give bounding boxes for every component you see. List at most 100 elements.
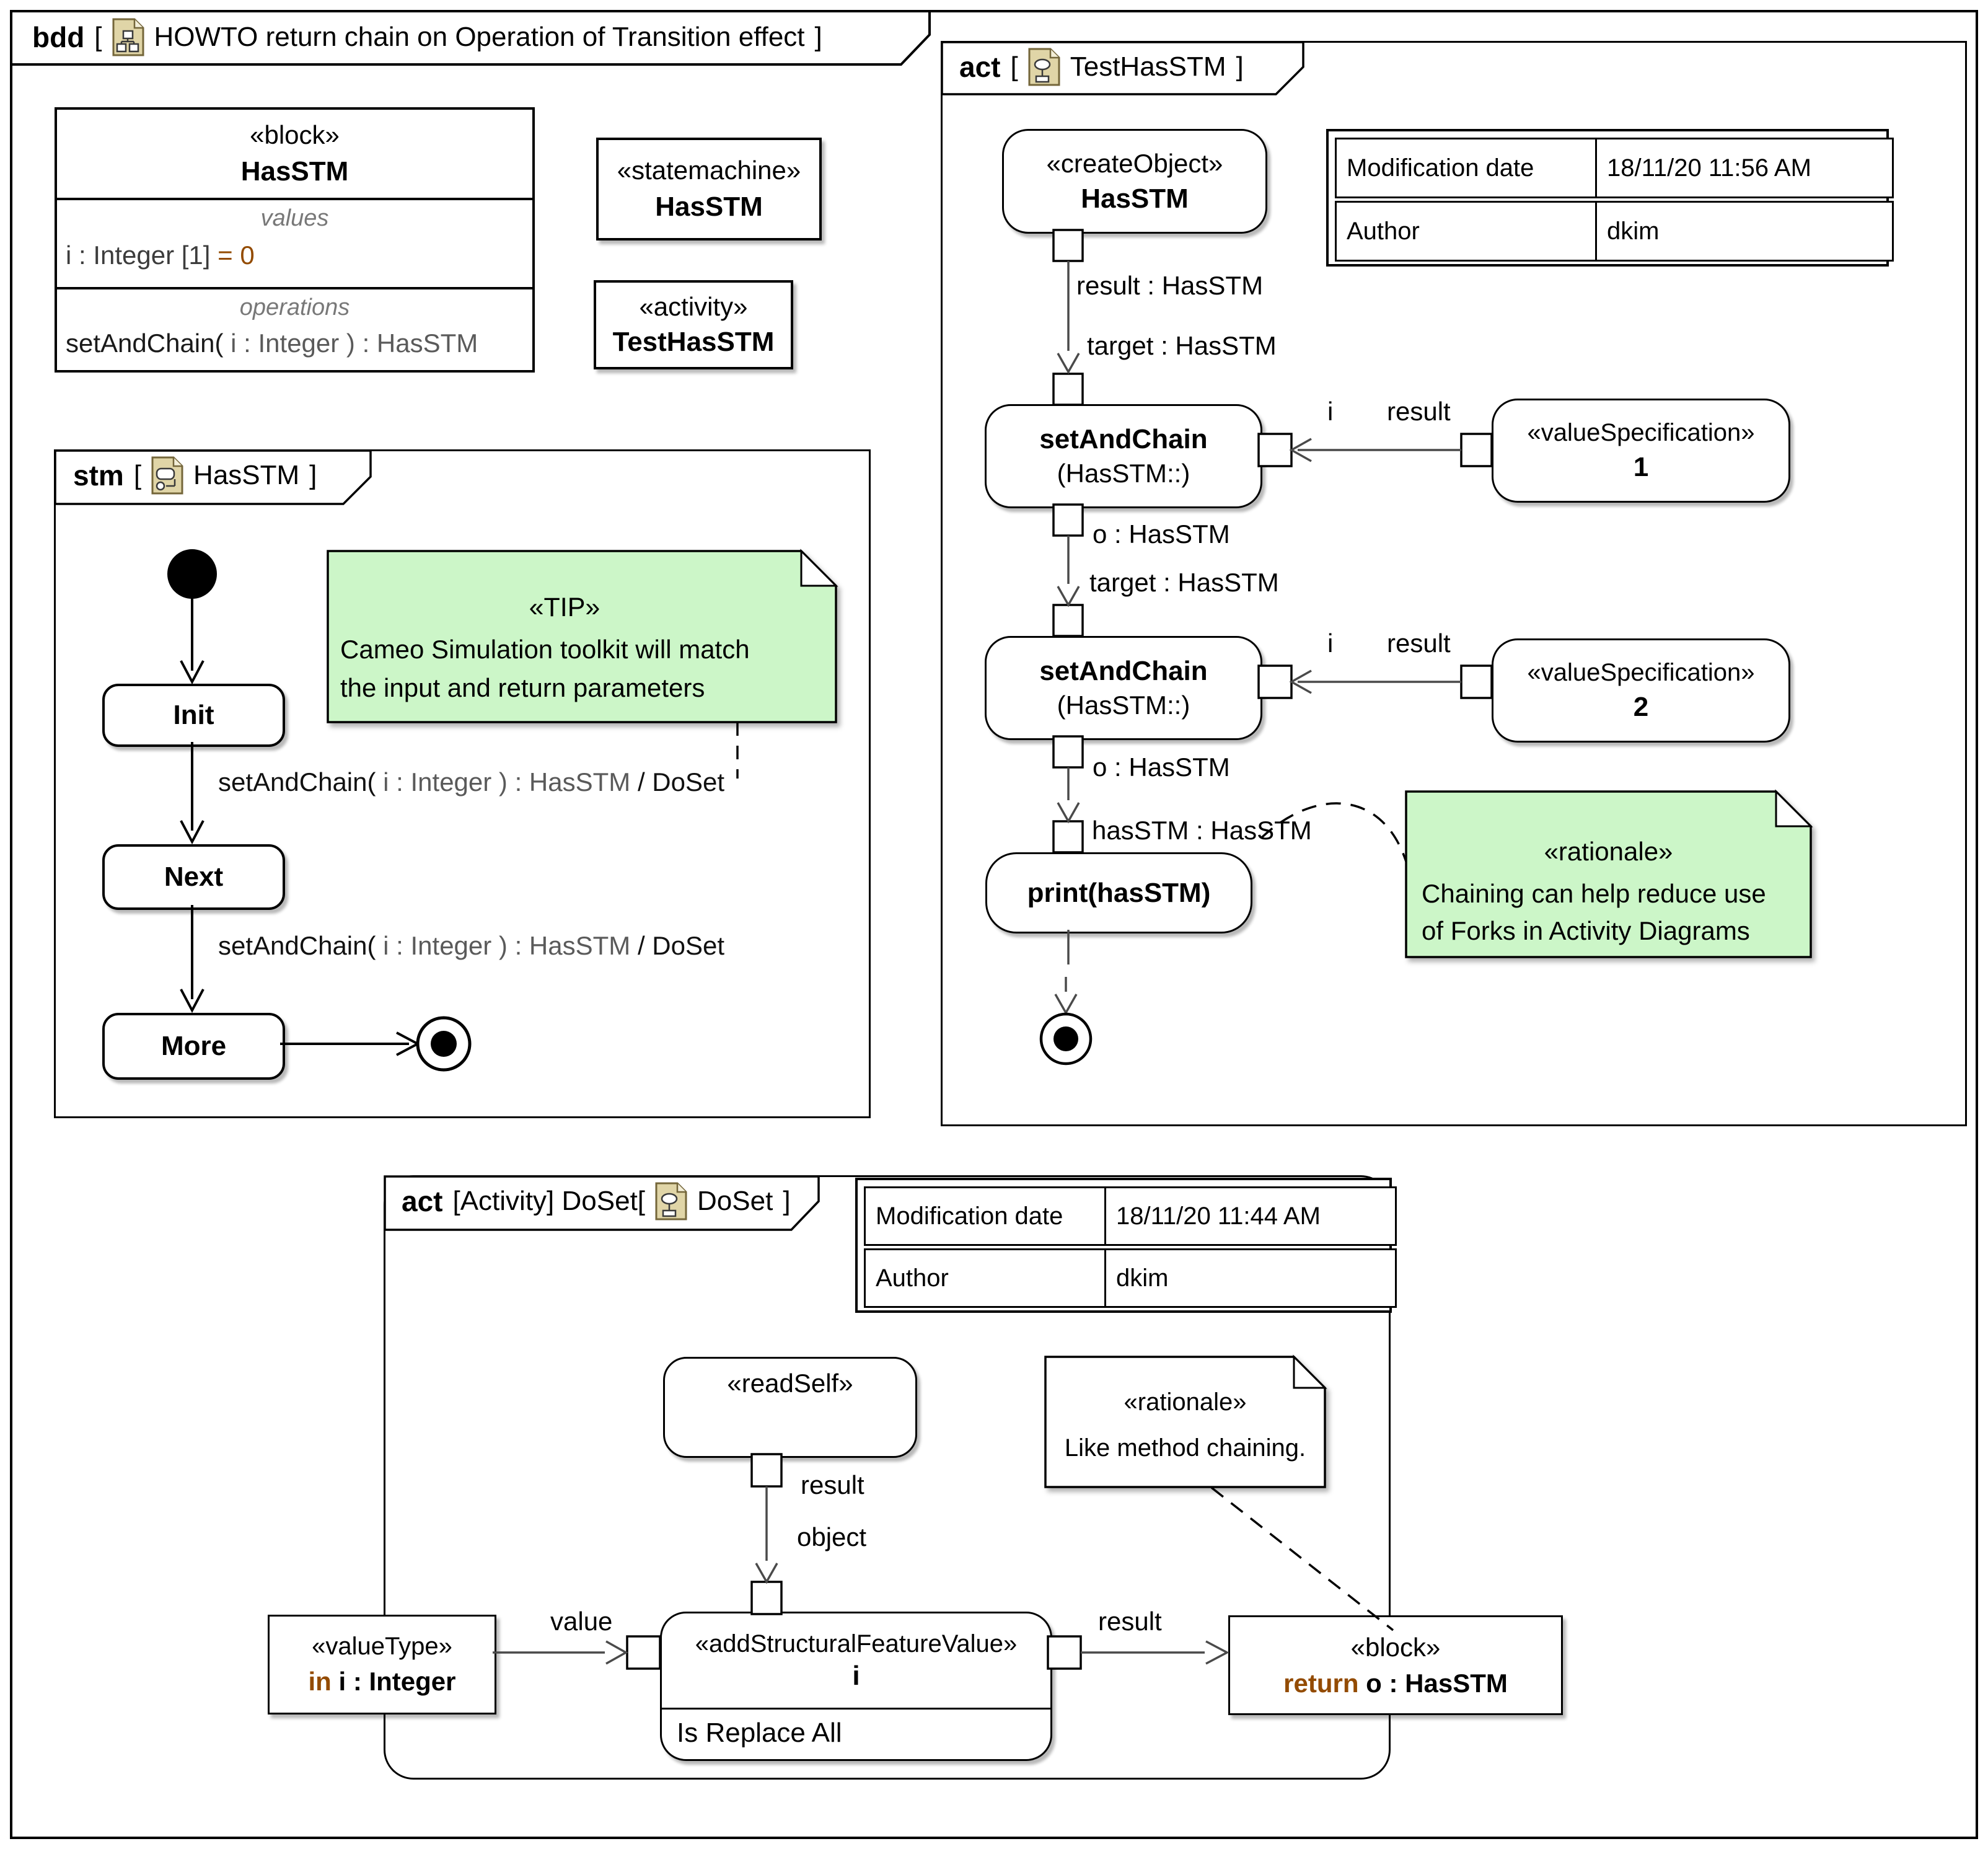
output-pin-setandchain2-o[interactable] <box>1052 735 1084 769</box>
transition2-effect: / DoSet <box>637 931 725 960</box>
flow-valuespec2-to-setandchain2[interactable] <box>1289 669 1461 694</box>
table-value-cell: 18/11/20 11:56 AM <box>1595 138 1894 198</box>
action-qualifier: (HasSTM::) <box>1057 459 1190 488</box>
operations-compartment-label: operations <box>239 294 350 320</box>
flow-addsfv-to-blockreturn[interactable] <box>1081 1640 1229 1665</box>
statemachine-hasstm-box[interactable]: «statemachine» HasSTM <box>596 138 822 241</box>
bracket-close: ] <box>783 1186 791 1216</box>
input-pin-addsfv-object[interactable] <box>750 1581 783 1615</box>
bdd-tab-shape[interactable] <box>10 10 931 66</box>
act-doset-tab-shape[interactable] <box>384 1175 820 1231</box>
flow-setandchain1-to-setandchain2[interactable] <box>1057 536 1080 607</box>
bdd-tab[interactable]: bdd [ HOWTO return chain on Operation of… <box>32 17 822 57</box>
flow-valuespec1-to-setandchain1[interactable] <box>1289 438 1461 462</box>
tip-note[interactable] <box>327 549 838 723</box>
bracket-open: [ <box>94 22 102 52</box>
addstructuralfeaturevalue-action[interactable]: «addStructuralFeatureValue» i Is Replace… <box>660 1612 1052 1761</box>
block-hasstm[interactable]: «block» HasSTM values i : Integer [1] = … <box>55 107 535 373</box>
value-property[interactable]: i : Integer [1] = 0 <box>57 232 532 270</box>
table-key-cell: Author <box>864 1248 1112 1308</box>
stm-tab[interactable]: stm [ HasSTM ] <box>73 454 317 496</box>
initial-node[interactable] <box>167 549 217 599</box>
transition-initial-to-init[interactable] <box>180 598 205 685</box>
readself-action[interactable]: «readSelf» <box>663 1357 917 1458</box>
act-diagram-name: DoSet <box>697 1186 773 1216</box>
pin-label-value: value <box>550 1607 613 1636</box>
table-key: Author <box>1347 217 1420 245</box>
input-pin-setandchain2-target[interactable] <box>1052 604 1084 637</box>
operation-setandchain[interactable]: setAndChain( i : Integer ) : HasSTM <box>57 321 532 358</box>
transition2-params: i : Integer ) : HasSTM <box>376 931 638 960</box>
valuespecification-1[interactable]: «valueSpecification» 1 <box>1492 399 1790 503</box>
input-pin-print-hasstm[interactable] <box>1052 820 1084 854</box>
pin-label-o1: o : HasSTM <box>1093 519 1230 549</box>
state-more[interactable]: More <box>102 1013 285 1080</box>
tip-note-stereotype: «TIP» <box>529 593 600 622</box>
info-table-doset: Modification date 18/11/20 11:44 AM Auth… <box>855 1178 1397 1313</box>
rationale-note-white[interactable] <box>1044 1354 1327 1488</box>
bdd-frame <box>10 10 1978 1839</box>
bdd-diagram-title: HOWTO return chain on Operation of Trans… <box>154 22 805 52</box>
act-testhasstm-tab[interactable]: act [ TestHasSTM ] <box>959 46 1244 88</box>
output-pin-setandchain1-o[interactable] <box>1052 503 1084 537</box>
state-next[interactable]: Next <box>102 844 285 910</box>
addsfv-isreplaceall: Is Replace All <box>677 1718 842 1748</box>
pin-label-object: object <box>797 1522 867 1551</box>
input-pin-setandchain2-i[interactable] <box>1257 664 1293 699</box>
flow-setandchain2-to-print[interactable] <box>1057 767 1080 824</box>
setandchain-action-1[interactable]: setAndChain (HasSTM::) <box>985 404 1262 508</box>
transition-more-to-final[interactable] <box>280 1031 421 1056</box>
output-pin-valuespec2-result[interactable] <box>1460 664 1493 699</box>
rationale-white-stereotype: «rationale» <box>1124 1388 1247 1416</box>
transition-label-2: setAndChain( i : Integer ) : HasSTM / Do… <box>218 931 724 961</box>
activity-final-node-testhasstm[interactable] <box>1039 1012 1093 1066</box>
block-name-compartment: «block» HasSTM <box>57 110 532 198</box>
block-name: HasSTM <box>240 156 349 187</box>
table-value: 18/11/20 11:56 AM <box>1607 154 1811 182</box>
block-return-parameter-node[interactable]: «block» return o : HasSTM <box>1228 1615 1563 1715</box>
table-key-cell: Modification date <box>1335 138 1603 198</box>
createobject-action[interactable]: «createObject» HasSTM <box>1002 129 1267 234</box>
addsfv-name: i <box>852 1660 860 1691</box>
rationale-green-line2: of Forks in Activity Diagrams <box>1422 916 1750 945</box>
table-key: Author <box>876 1264 949 1292</box>
pin-label-result2: result <box>1387 629 1451 658</box>
print-action[interactable]: print(hasSTM) <box>985 852 1252 933</box>
act-kind-label: act <box>402 1185 443 1217</box>
statemachine-diagram-icon <box>151 456 183 495</box>
pin-label-o2: o : HasSTM <box>1093 752 1230 782</box>
activity-name: TestHasSTM <box>612 327 775 357</box>
input-pin-setandchain1-target[interactable] <box>1052 373 1084 406</box>
activity-testhasstm-box[interactable]: «activity» TestHasSTM <box>594 280 793 369</box>
input-pin-addsfv-value[interactable] <box>626 1635 661 1670</box>
final-state-node[interactable] <box>416 1016 472 1072</box>
transition-next-to-more[interactable] <box>180 905 205 1013</box>
transition2-operation: setAndChain( <box>218 931 376 960</box>
stm-tab-shape[interactable] <box>54 449 372 505</box>
valuetype-parameter-node[interactable]: «valueType» in i : Integer <box>268 1615 496 1714</box>
output-pin-createobject[interactable] <box>1052 229 1084 262</box>
valuespecification-2[interactable]: «valueSpecification» 2 <box>1492 638 1790 743</box>
input-pin-setandchain1-i[interactable] <box>1257 433 1293 467</box>
setandchain-action-2[interactable]: setAndChain (HasSTM::) <box>985 636 1262 740</box>
rationale-anchor-dashed-curve <box>1260 802 1407 862</box>
flow-createobject-to-setandchain1[interactable] <box>1057 261 1080 374</box>
bracket-open: [ <box>1010 51 1018 82</box>
tip-note-line1: Cameo Simulation toolkit will match <box>340 635 750 664</box>
flow-valuetype-to-addsfv[interactable] <box>493 1640 628 1665</box>
bdd-diagram-icon <box>112 18 144 56</box>
transition-init-to-next[interactable] <box>180 742 205 845</box>
flow-print-to-final[interactable] <box>1054 930 1078 1015</box>
activity-diagram-icon <box>655 1182 687 1220</box>
flow-readself-to-addsfv[interactable] <box>755 1486 778 1584</box>
output-pin-valuespec1-result[interactable] <box>1460 433 1493 467</box>
output-pin-readself-result[interactable] <box>750 1453 783 1488</box>
rationale-note-green[interactable] <box>1405 789 1813 958</box>
act-doset-tab[interactable]: act [Activity] DoSet[ DoSet ] <box>402 1180 791 1222</box>
state-init[interactable]: Init <box>102 684 285 747</box>
transition1-effect: / DoSet <box>637 767 725 797</box>
state-next-label: Next <box>164 862 224 892</box>
output-pin-addsfv-result[interactable] <box>1047 1635 1082 1670</box>
table-key: Modification date <box>1347 154 1534 182</box>
